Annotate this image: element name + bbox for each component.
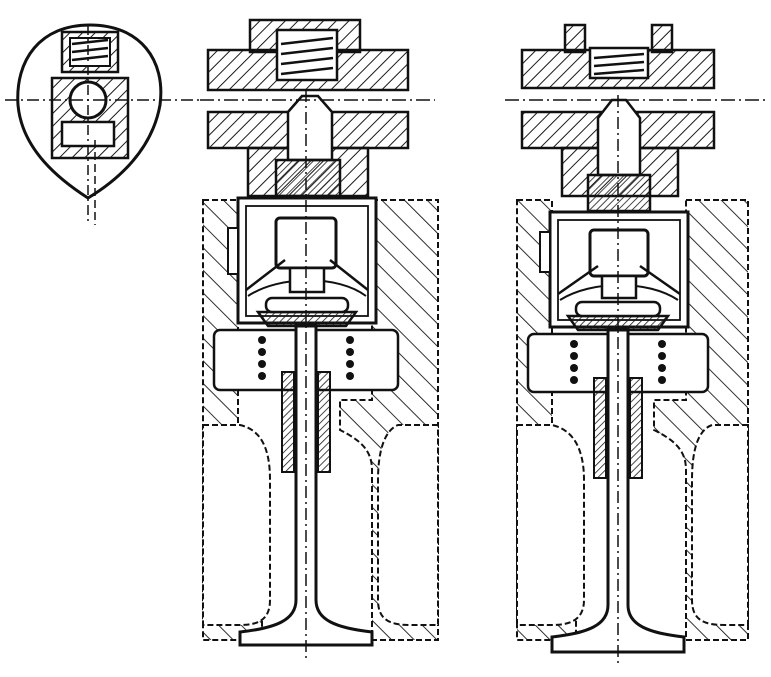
valve-guide-left-b — [317, 371, 331, 473]
port-right — [377, 424, 439, 626]
spring-retainer-left — [255, 310, 359, 328]
port-right-r — [691, 424, 749, 626]
valve-assembly-right — [516, 23, 749, 665]
spring-coil-dots-left — [258, 336, 354, 380]
cam-lobe-detail — [5, 23, 200, 225]
valve-guide-right-a — [593, 377, 607, 479]
top-spring-icon-right — [593, 52, 645, 76]
port-left — [202, 424, 271, 626]
valve-assembly-left — [202, 18, 439, 660]
valve-guide-right-b — [629, 377, 643, 479]
plunger-lower-left — [274, 158, 342, 198]
plunger-tip-right — [596, 98, 642, 177]
valve-stem-left — [238, 324, 374, 647]
hydraulic-element-right — [588, 228, 650, 278]
plunger-lower-right — [586, 173, 652, 213]
top-spring-icon-left — [280, 36, 334, 76]
valve-guide-left-a — [281, 371, 295, 473]
cam-spring-icon — [71, 38, 109, 62]
plunger-tip-left — [286, 94, 334, 162]
spring-coil-dots-right — [570, 340, 666, 384]
port-left-r — [516, 424, 585, 626]
